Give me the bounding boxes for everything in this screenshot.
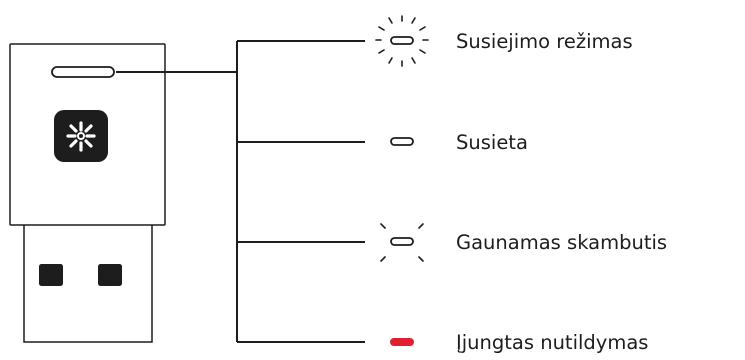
dongle-led <box>51 66 115 78</box>
led-red-steady-icon <box>390 338 414 346</box>
state-label-incoming-call: Gaunamas skambutis <box>456 231 668 254</box>
state-label-paired: Susieta <box>456 131 528 154</box>
led-blinking-slow-icon <box>380 223 424 262</box>
usb-dongle <box>9 43 166 343</box>
usb-connector-hole-left <box>39 264 63 286</box>
led-steady-icon <box>390 137 414 146</box>
usb-connector <box>23 225 153 343</box>
dongle-body <box>9 43 166 226</box>
state-label-pairing: Susiejimo režimas <box>456 30 633 53</box>
usb-connector-hole-right <box>98 264 122 286</box>
led-blinking-fast-icon <box>375 15 429 67</box>
connector-lines <box>116 40 365 343</box>
asterisk-logo-icon <box>54 110 108 162</box>
state-label-muted: Įjungtas nutildymas <box>456 331 649 354</box>
